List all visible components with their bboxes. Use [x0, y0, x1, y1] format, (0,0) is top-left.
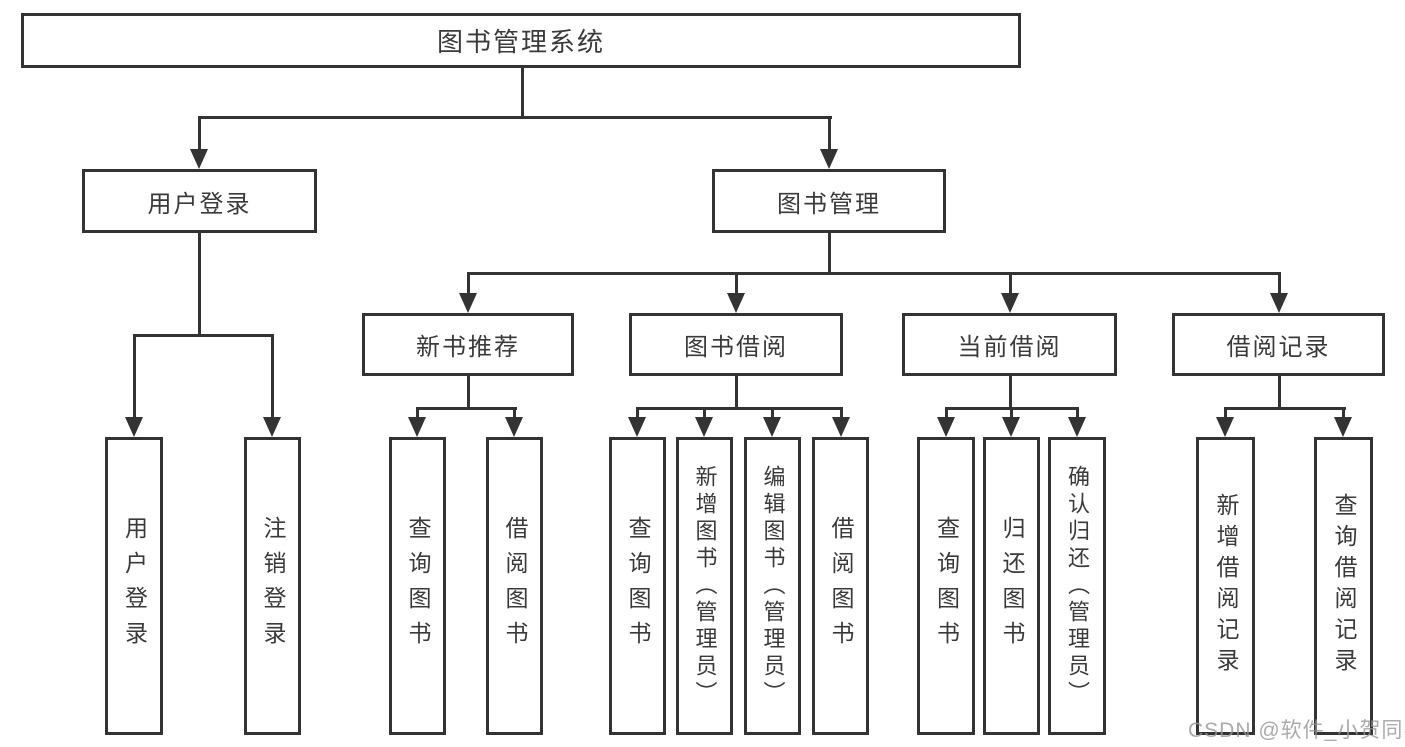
- leaf-borrow-books-recommend: 借阅图书: [486, 437, 543, 735]
- connector-line: [513, 407, 516, 419]
- leaf-confirm-return-admin-label: 确认归还（管理员）: [1065, 464, 1090, 708]
- connector-line: [1009, 376, 1012, 410]
- connector-line: [945, 407, 948, 419]
- connector-line: [271, 334, 274, 419]
- leaf-add-borrow-record-label: 新增借阅记录: [1213, 493, 1239, 679]
- connector-line: [1278, 272, 1281, 295]
- connector-line: [771, 407, 774, 419]
- arrowhead: [937, 417, 955, 437]
- connector-line: [1076, 407, 1079, 419]
- node-book-borrow: 图书借阅: [629, 313, 843, 376]
- leaf-user-login: 用户登录: [105, 437, 163, 735]
- arrowhead: [820, 149, 838, 169]
- arrowhead: [1216, 417, 1234, 437]
- connector-line: [467, 376, 470, 410]
- leaf-logout-label: 注销登录: [260, 516, 286, 656]
- leaf-query-books-current: 查询图书: [917, 437, 975, 735]
- connector-line: [198, 233, 201, 337]
- arrowhead: [763, 417, 781, 437]
- node-new-book-recommend: 新书推荐: [362, 313, 574, 376]
- node-book-management-label: 图书管理: [777, 190, 881, 218]
- node-book-management: 图书管理: [712, 169, 946, 233]
- connector-line: [1009, 272, 1012, 295]
- connector-line: [1010, 407, 1013, 419]
- arrowhead: [695, 417, 713, 437]
- connector-line: [828, 233, 831, 274]
- leaf-query-books-recommend-label: 查询图书: [405, 516, 431, 656]
- arrowhead: [832, 417, 850, 437]
- connector-line: [1342, 407, 1345, 419]
- arrowhead: [125, 417, 143, 437]
- connector-line: [198, 116, 201, 151]
- leaf-return-books-label: 归还图书: [999, 516, 1025, 656]
- connector-line: [1224, 407, 1346, 410]
- connector-line: [1224, 407, 1227, 419]
- node-borrow-records-label: 借阅记录: [1226, 334, 1331, 361]
- arrowhead: [459, 293, 477, 313]
- connector-line: [735, 272, 738, 295]
- arrowhead: [263, 417, 281, 437]
- leaf-query-books-recommend: 查询图书: [389, 437, 446, 735]
- arrowhead: [505, 417, 523, 437]
- connector-line: [703, 407, 706, 419]
- connector-line: [636, 407, 843, 410]
- csdn-watermark: CSDN @软件_小贺同学: [1188, 719, 1405, 742]
- node-current-borrow: 当前借阅: [902, 313, 1117, 376]
- leaf-borrow-books-borrow: 借阅图书: [812, 437, 869, 735]
- connector-line: [521, 68, 524, 117]
- arrowhead: [1068, 417, 1086, 437]
- connector-line: [198, 116, 832, 119]
- arrowhead: [1002, 417, 1020, 437]
- connector-line: [467, 272, 1281, 275]
- node-root-label: 图书管理系统: [436, 27, 605, 57]
- leaf-return-books: 归还图书: [983, 437, 1040, 735]
- arrowhead: [628, 417, 646, 437]
- leaf-query-books-borrow-label: 查询图书: [625, 516, 651, 656]
- arrowhead: [727, 293, 745, 313]
- leaf-add-borrow-record: 新增借阅记录: [1196, 437, 1255, 735]
- connector-line: [840, 407, 843, 419]
- connector-line: [416, 407, 419, 419]
- connector-line: [735, 376, 738, 410]
- node-current-borrow-label: 当前借阅: [957, 334, 1062, 361]
- leaf-edit-books-admin: 编辑图书（管理员）: [744, 437, 801, 735]
- leaf-edit-books-admin-label: 编辑图书（管理员）: [760, 464, 786, 708]
- node-borrow-records: 借阅记录: [1172, 313, 1385, 376]
- leaf-add-books-admin-label: 新增图书（管理员）: [692, 464, 718, 708]
- leaf-borrow-books-borrow-label: 借阅图书: [828, 516, 854, 656]
- arrowhead: [1270, 293, 1288, 313]
- node-new-book-recommend-label: 新书推荐: [416, 334, 520, 361]
- arrowhead: [1334, 417, 1352, 437]
- leaf-borrow-books-recommend-label: 借阅图书: [502, 516, 528, 656]
- leaf-logout: 注销登录: [244, 437, 301, 735]
- leaf-query-borrow-record-label: 查询借阅记录: [1331, 493, 1357, 679]
- node-user-login-label: 用户登录: [147, 190, 252, 218]
- connector-line: [828, 116, 831, 151]
- leaf-add-books-admin: 新增图书（管理员）: [676, 437, 733, 735]
- connector-line: [416, 407, 517, 410]
- connector-line: [1278, 376, 1281, 410]
- leaf-query-borrow-record: 查询借阅记录: [1314, 437, 1373, 735]
- leaf-user-login-label: 用户登录: [121, 516, 148, 656]
- arrowhead: [190, 149, 208, 169]
- node-root: 图书管理系统: [21, 13, 1021, 68]
- arrowhead: [1001, 293, 1019, 313]
- node-book-borrow-label: 图书借阅: [684, 334, 788, 361]
- arrowhead: [408, 417, 426, 437]
- connector-line: [636, 407, 639, 419]
- connector-line: [467, 272, 470, 295]
- node-user-login: 用户登录: [82, 169, 317, 233]
- leaf-query-books-borrow: 查询图书: [609, 437, 666, 735]
- connector-line: [133, 334, 136, 419]
- connector-line: [133, 334, 274, 337]
- leaf-confirm-return-admin: 确认归还（管理员）: [1048, 437, 1106, 735]
- leaf-query-books-current-label: 查询图书: [933, 516, 960, 656]
